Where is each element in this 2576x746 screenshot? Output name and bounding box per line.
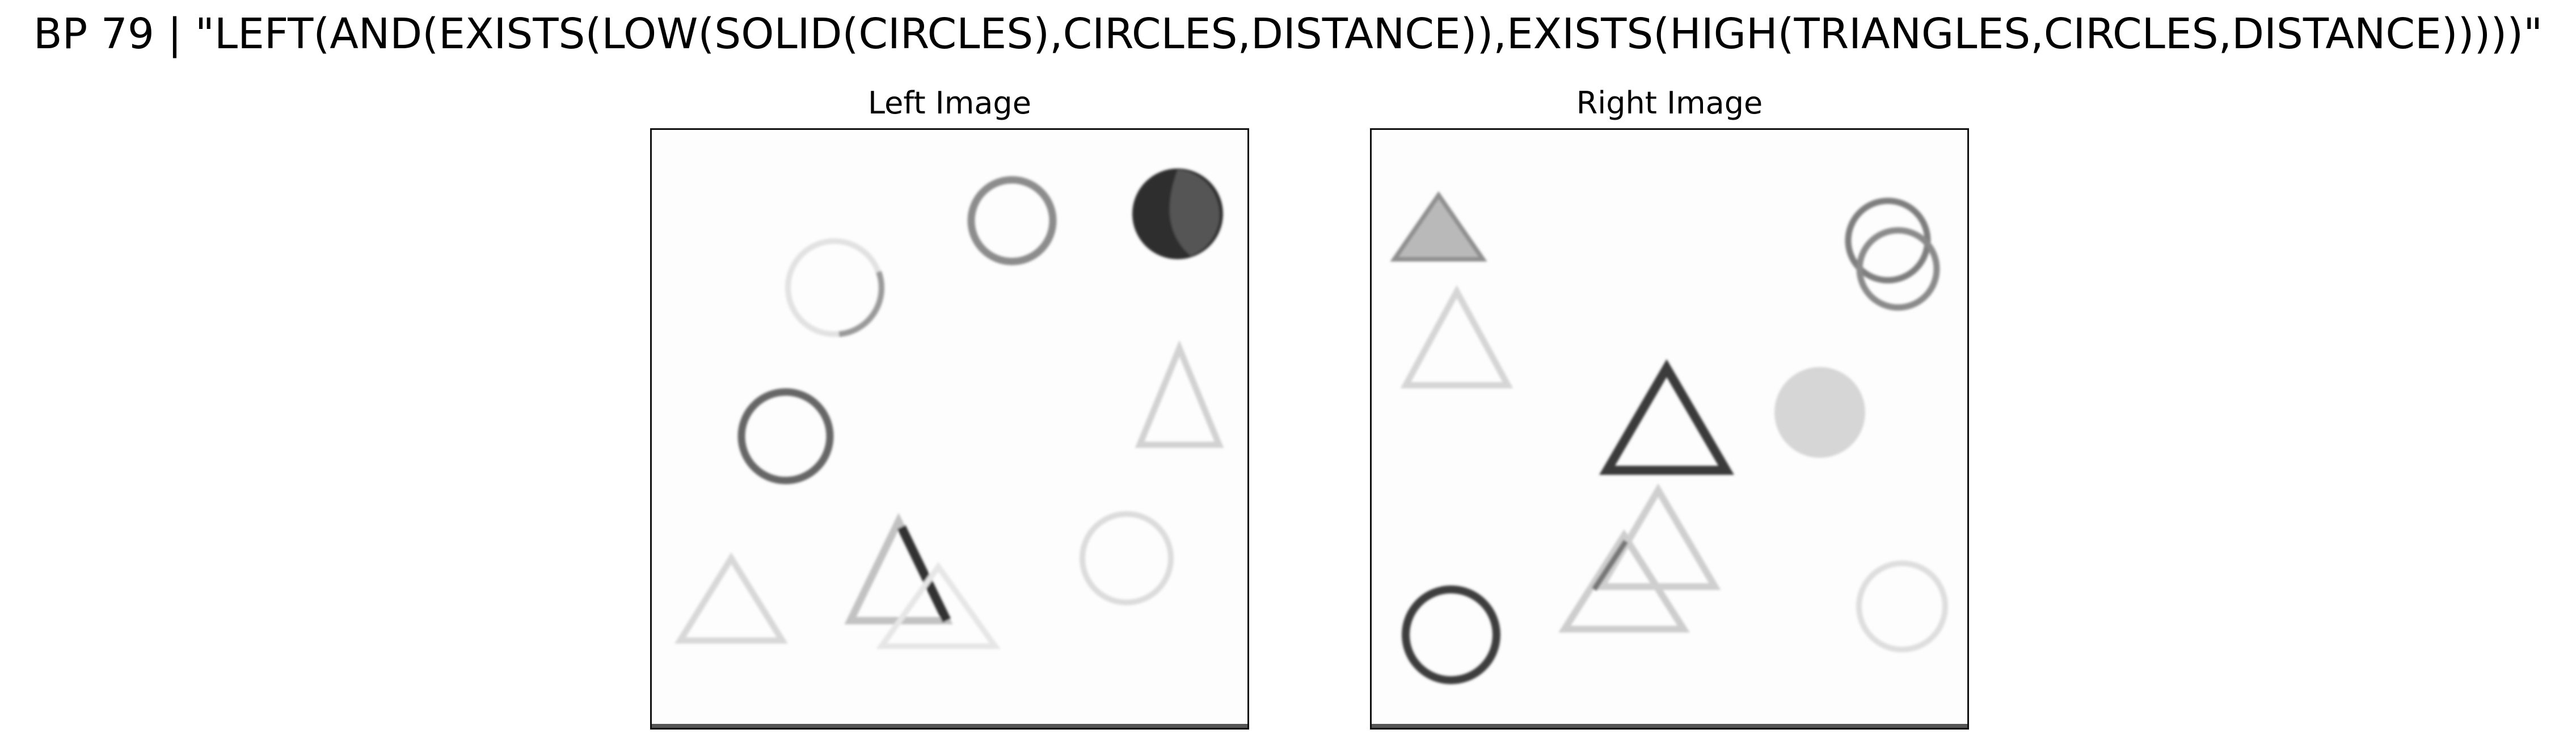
outline-triangle — [1558, 529, 1690, 633]
outline-triangle — [1595, 483, 1721, 590]
figure-title: BP 79 | "LEFT(AND(EXISTS(LOW(SOLID(CIRCL… — [33, 10, 2543, 58]
outline-circle — [967, 176, 1057, 265]
outline-circle — [1856, 227, 1940, 311]
outline-circle — [737, 388, 834, 484]
solid-circle — [1774, 367, 1865, 458]
outline-triangle — [674, 552, 788, 644]
panel-bottom-border — [1372, 724, 1967, 728]
left-image-canvas — [674, 168, 1224, 649]
left-image-title: Left Image — [868, 85, 1031, 121]
outline-triangle — [1400, 285, 1513, 389]
right-image-title: Right Image — [1576, 85, 1763, 121]
right-image-panel — [1370, 128, 1969, 730]
faint-circle — [1080, 511, 1174, 605]
solid-triangle — [1390, 191, 1487, 262]
faint-triangle — [876, 562, 1001, 649]
left-image-panel — [650, 128, 1249, 730]
faint-circle — [1856, 560, 1948, 652]
outline-triangle — [1135, 340, 1224, 448]
outline-triangle — [1599, 359, 1734, 475]
right-image-canvas — [1390, 191, 1948, 684]
solid-circle-highlight — [1169, 170, 1220, 256]
triangle-dark-edge — [897, 525, 951, 623]
triangle-dark-edge — [1591, 540, 1629, 591]
outline-circle — [1402, 585, 1500, 684]
faint-circle-edge — [838, 271, 885, 337]
panel-bottom-border — [652, 724, 1247, 728]
